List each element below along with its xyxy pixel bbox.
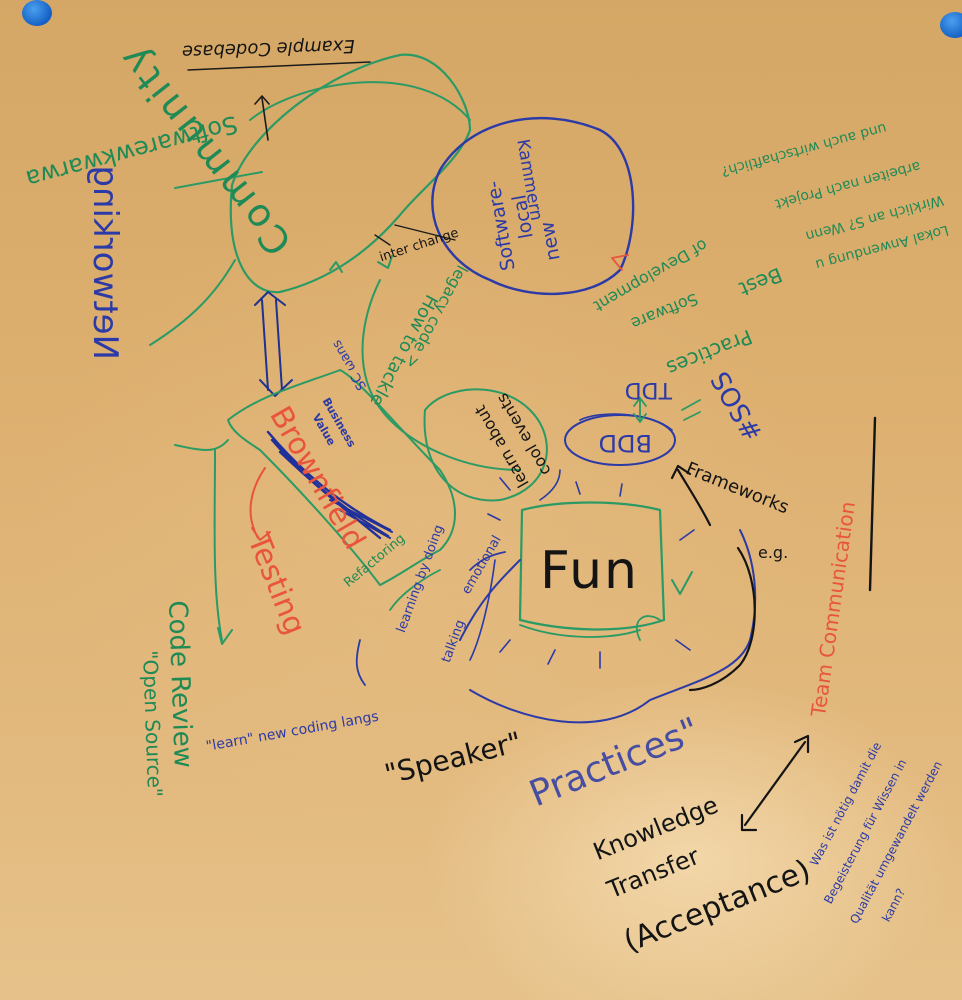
community-outline	[229, 53, 472, 294]
example-codebase-note: Example Codebase	[181, 35, 356, 63]
tdd-note: TDD	[624, 377, 672, 402]
networking-note: Networking	[85, 165, 125, 360]
events-outline	[423, 388, 548, 502]
blue-pin-left	[22, 0, 52, 26]
eg-note: e.g.	[758, 543, 789, 562]
bdd-note: BDD	[598, 429, 652, 457]
brownfield-outline	[227, 369, 456, 586]
open-source-note: "Open Source"	[138, 649, 168, 798]
blue-pin-right	[940, 12, 962, 38]
bdd-outline	[564, 414, 676, 466]
code-review-note: Code Review	[162, 599, 198, 769]
fun-outline	[518, 501, 666, 631]
fun-note: Fun	[540, 541, 639, 601]
local-groups-outline	[431, 117, 635, 296]
